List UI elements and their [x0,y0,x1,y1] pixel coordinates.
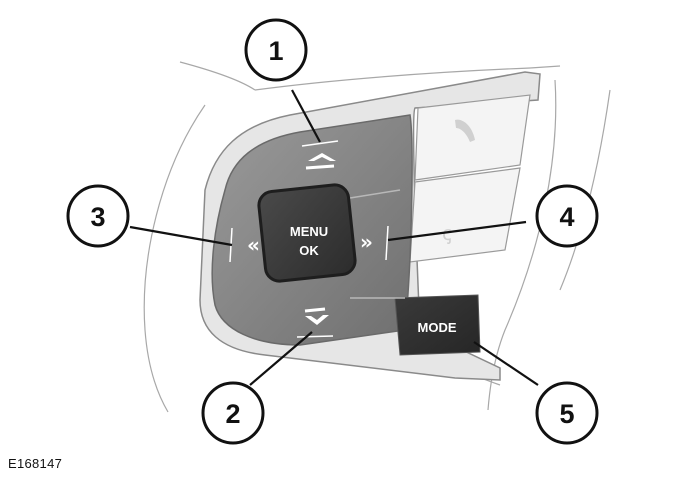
mode-button[interactable] [394,294,481,356]
mode-label: MODE [418,320,457,335]
callout-4: 4 [535,184,599,248]
leader-lines [129,89,539,386]
callout-1: 1 [244,18,308,82]
figure-id-label: E168147 [8,456,63,471]
menu-ok-label-line1: MENU [290,224,328,239]
down-arrow-bar [304,307,326,313]
svg-text:1: 1 [268,36,283,66]
phone-icon [455,119,475,142]
callout-2: 2 [201,381,265,445]
down-arrow-icon [305,315,329,325]
svg-text:4: 4 [559,202,574,232]
up-arrow-bar [305,164,335,170]
up-indicator-line [301,140,339,147]
svg-text:5: 5 [559,399,574,429]
menu-ok-button[interactable] [257,183,357,283]
forward-icon: » [360,230,373,254]
callout-5: 5 [535,381,599,445]
svg-text:2: 2 [225,399,240,429]
callout-3: 3 [66,184,130,248]
right-button[interactable]: » [360,225,389,261]
up-arrow-icon [308,153,336,161]
rewind-icon: « [247,233,260,257]
pad-separators [349,189,405,299]
right-indicator-line [385,225,389,261]
up-button[interactable] [301,140,339,170]
voice-button[interactable] [409,167,521,263]
svg-text:3: 3 [90,202,105,232]
down-indicator-line [296,335,334,338]
down-button[interactable] [296,307,334,338]
menu-ok-label-line2: OK [299,243,319,258]
